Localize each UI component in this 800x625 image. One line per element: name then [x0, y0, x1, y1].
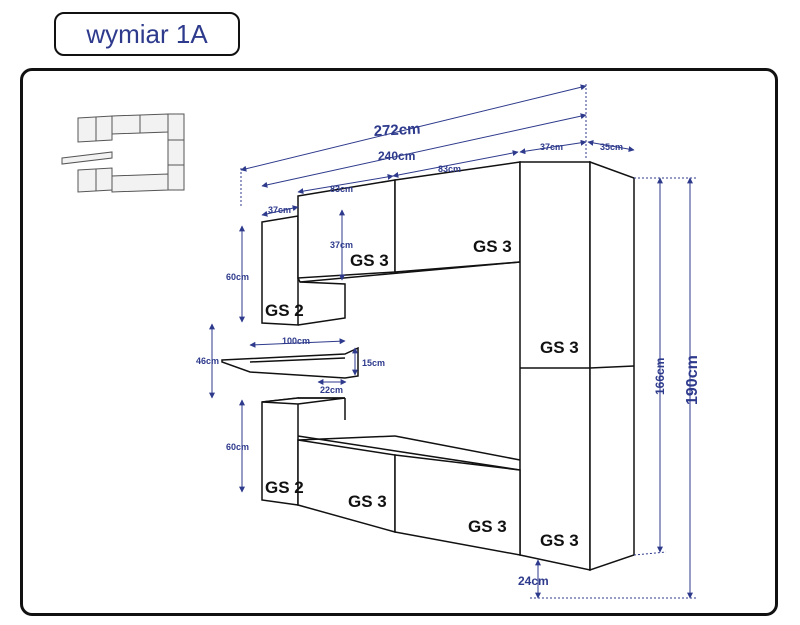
thumbnail-preview — [61, 113, 185, 193]
furniture-outline — [221, 160, 635, 572]
dim-22: 22cm — [320, 385, 343, 395]
dim-83-b: 83cm — [438, 164, 461, 174]
label-gs3-top-b: GS 3 — [473, 237, 512, 256]
dim-37-left: 37cm — [268, 205, 291, 215]
dim-60-top: 60cm — [226, 272, 249, 282]
label-gs3-bottom-a: GS 3 — [348, 492, 387, 511]
tower-front — [519, 161, 591, 571]
label-gs3-bottom-b: GS 3 — [468, 517, 507, 536]
dimension-lines — [209, 84, 696, 599]
dim-60-bottom: 60cm — [226, 442, 249, 452]
dimension-labels: 272cm 240cm 37cm 83cm 83cm 37cm 35cm 37c… — [196, 121, 701, 588]
dim-83-a: 83cm — [330, 184, 353, 194]
label-gs2-top: GS 2 — [265, 301, 304, 320]
dim-190: 190cm — [684, 355, 701, 405]
floating-shelf — [221, 346, 359, 379]
dim-46: 46cm — [196, 356, 219, 366]
dim-15: 15cm — [362, 358, 385, 368]
label-gs3-tower-upper: GS 3 — [540, 338, 579, 357]
module-gs3-bottom-b — [394, 454, 521, 556]
dim-100: 100cm — [282, 336, 310, 346]
dim-240: 240cm — [378, 149, 415, 163]
dim-272: 272cm — [373, 121, 421, 140]
dim-166: 166cm — [653, 358, 667, 395]
drawing-frame — [20, 68, 778, 616]
module-labels: GS 2 GS 3 GS 3 GS 3 GS 2 GS 3 GS 3 GS 3 — [265, 237, 579, 550]
page-title: wymiar 1A — [54, 12, 240, 56]
label-gs3-top-a: GS 3 — [350, 251, 389, 270]
dim-37-right: 37cm — [540, 142, 563, 152]
module-gs3-bottom-a — [297, 439, 396, 533]
dim-37-height: 37cm — [330, 240, 353, 250]
label-gs2-bottom: GS 2 — [265, 478, 304, 497]
label-gs3-tower-lower: GS 3 — [540, 531, 579, 550]
dim-35: 35cm — [600, 142, 623, 152]
dim-24: 24cm — [518, 574, 549, 588]
